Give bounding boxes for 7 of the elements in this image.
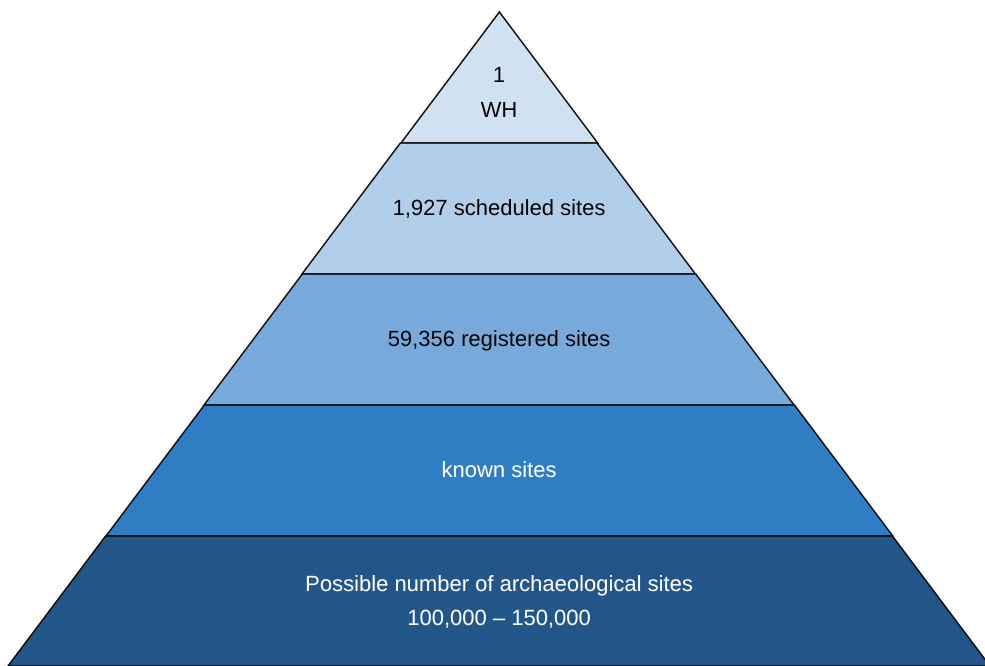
tier-label: known sites [442,456,556,484]
tier-label: Possible number of archaeological sites [305,570,693,598]
tier-label: 100,000 – 150,000 [407,604,591,632]
tier-label: 1,927 scheduled sites [392,194,606,222]
tier-label: 59,356 registered sites [388,325,610,354]
tier-label: 1 [492,61,506,90]
tier-label: WH [480,96,518,124]
